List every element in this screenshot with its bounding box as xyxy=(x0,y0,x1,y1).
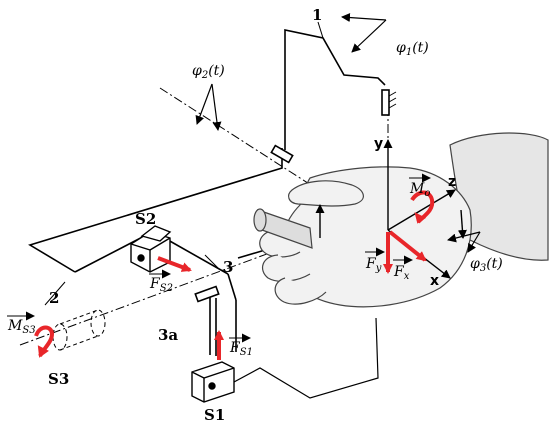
force-arrows xyxy=(157,230,427,360)
label-link-2: 2 xyxy=(49,289,59,307)
aux-arrow-right xyxy=(457,209,467,239)
label-ms3: MS3 xyxy=(7,318,36,336)
label-s1: S1 xyxy=(204,406,225,424)
finger-2 xyxy=(261,254,311,282)
label-mo: Mo xyxy=(409,181,430,199)
thumb xyxy=(288,180,364,207)
joint-1 xyxy=(381,89,390,116)
sensor-s3-cylinder xyxy=(52,309,106,351)
label-link-3a: 3a xyxy=(158,326,178,344)
label-axis-x: x xyxy=(430,273,439,289)
label-s2: S2 xyxy=(135,210,156,228)
fx-arrow xyxy=(388,230,427,262)
phi-arrows xyxy=(195,13,481,253)
fs2-arrow xyxy=(157,256,192,272)
sensor-s1-block xyxy=(191,361,235,403)
label-phi3: φ3(t) xyxy=(470,256,503,274)
rotation-axis-2 xyxy=(159,87,343,206)
label-link-1: 1 xyxy=(312,6,322,24)
label-phi2: φ2(t) xyxy=(192,63,225,81)
label-link-3: 3 xyxy=(223,258,233,276)
label-axis-y: y xyxy=(374,136,383,152)
finger-3 xyxy=(274,277,327,305)
label-axis-z: z xyxy=(448,174,456,190)
link-3-bracket xyxy=(167,239,237,356)
label-s3: S3 xyxy=(48,370,69,388)
label-fx: Fx xyxy=(393,264,410,282)
joint-3 xyxy=(194,285,220,303)
labels: 1 2 3 3a φ1(t) φ2(t) φ3(t) y z x S1 S2 S… xyxy=(7,6,503,424)
link-1-frame xyxy=(284,21,397,150)
sensor-s2-block xyxy=(130,225,172,273)
joint-2 xyxy=(270,144,294,164)
moment-symbols xyxy=(34,190,435,358)
z-axis-arrow xyxy=(387,189,456,231)
sensor-cable xyxy=(233,317,379,399)
label-phi1: φ1(t) xyxy=(396,40,429,58)
mo-moment xyxy=(410,190,435,224)
label-fs2: FS2 xyxy=(149,276,173,294)
label-fy: Fy xyxy=(365,256,382,274)
hand-drawing xyxy=(253,132,549,308)
label-fs1: FS1 xyxy=(229,340,253,358)
link-2-frame xyxy=(28,144,294,306)
